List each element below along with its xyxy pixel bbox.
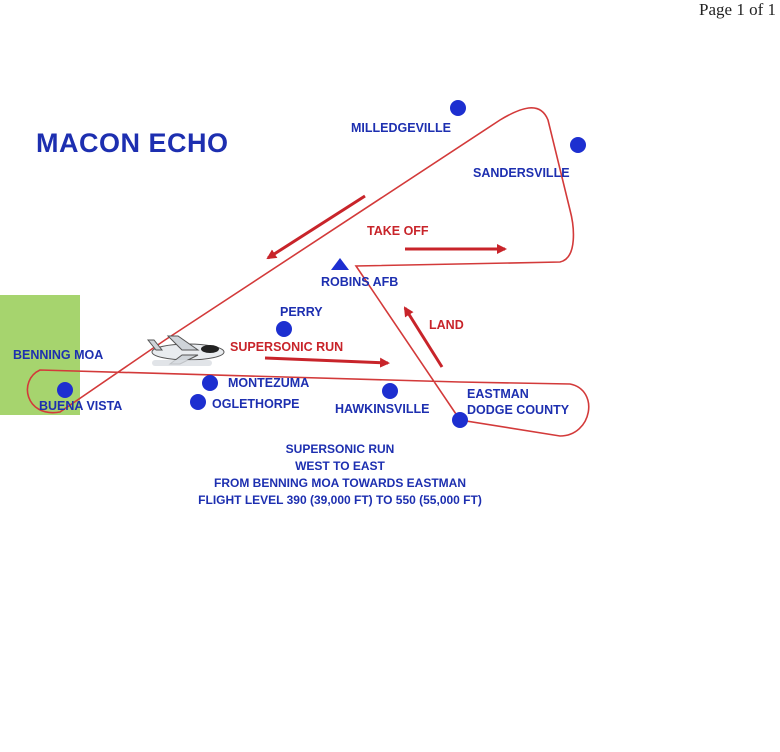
city-dot-icon [276, 321, 292, 337]
label-eastman: EASTMAN [467, 387, 529, 401]
airbase-triangle-icon [331, 258, 349, 270]
caption-line: FROM BENNING MOA TOWARDS EASTMAN [214, 476, 466, 490]
label-land: LAND [429, 318, 464, 332]
city-dot-icon [450, 100, 466, 116]
city-dot-icon [190, 394, 206, 410]
city-dot-icon [570, 137, 586, 153]
route-caption: SUPERSONIC RUN WEST TO EAST FROM BENNING… [140, 441, 540, 509]
page-number: Page 1 of 1 [699, 0, 776, 19]
city-dot-icon [202, 375, 218, 391]
city-dot-icon [382, 383, 398, 399]
caption-line: WEST TO EAST [295, 459, 385, 473]
caption-line: SUPERSONIC RUN [285, 442, 395, 456]
label-robins-afb: ROBINS AFB [321, 275, 399, 289]
label-buena-vista: BUENA VISTA [39, 399, 123, 413]
label-supersonic-run: SUPERSONIC RUN [230, 340, 344, 354]
label-oglethorpe: OGLETHORPE [212, 397, 300, 411]
direction-arrow-icon [403, 306, 444, 368]
label-benning-moa: BENNING MOA [13, 348, 104, 362]
label-montezuma: MONTEZUMA [228, 376, 310, 390]
label-sandersville: SANDERSVILLE [473, 166, 570, 180]
direction-arrow-icon [264, 356, 390, 368]
label-hawkinsville: HAWKINSVILLE [335, 402, 430, 416]
city-dot-icon [452, 412, 468, 428]
label-dodge-county: DODGE COUNTY [467, 403, 570, 417]
label-perry: PERRY [280, 305, 323, 319]
map-title: MACON ECHO [36, 128, 229, 158]
aircraft-icon [146, 335, 225, 366]
direction-arrow-icon [266, 194, 366, 260]
caption-line: FLIGHT LEVEL 390 (39,000 FT) TO 550 (55,… [198, 493, 482, 507]
flight-track [26, 107, 590, 437]
label-milledgeville: MILLEDGEVILLE [351, 121, 451, 135]
label-take-off: TAKE OFF [367, 224, 429, 238]
city-dot-icon [57, 382, 73, 398]
